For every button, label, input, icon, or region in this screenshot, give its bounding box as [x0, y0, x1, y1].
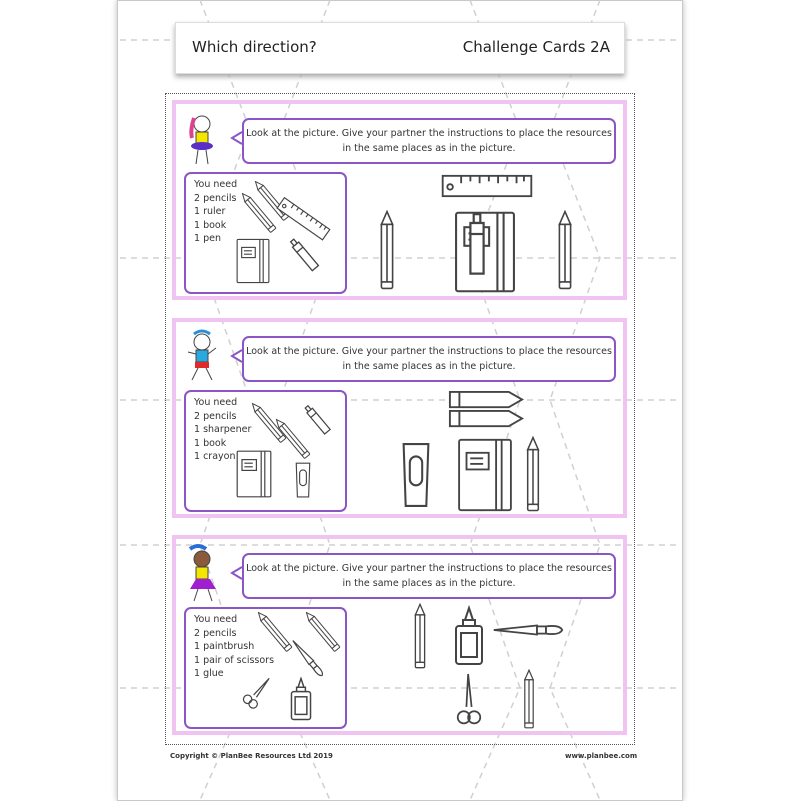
book-icon: [236, 238, 270, 284]
you-need-title: You need: [194, 397, 238, 408]
challenge-card-2: Look at the picture. Give your partner t…: [172, 318, 627, 518]
paintbrush-icon: [289, 637, 326, 679]
website-text: www.planbee.com: [565, 752, 638, 760]
pencil-icon: [255, 609, 293, 653]
instruction-text: Look at the picture. Give your partner t…: [246, 563, 612, 574]
glue-icon: [290, 677, 312, 721]
pencil-icon: [558, 210, 572, 290]
challenge-card-3: Look at the picture. Give your partner t…: [172, 535, 627, 735]
child-character-icon: [187, 329, 217, 381]
book-icon: [458, 438, 512, 512]
scissors-icon: [456, 673, 482, 725]
instruction-text: Look at the picture. Give your partner t…: [246, 346, 612, 357]
child-character-icon: [188, 544, 216, 602]
needed-item: 1 ruler: [194, 206, 226, 217]
needed-item: 2 pencils: [194, 192, 237, 204]
cut-line-border: [165, 93, 635, 745]
instruction-text: Look at the picture. Give your partner t…: [246, 128, 612, 139]
glue-icon: [454, 606, 484, 666]
sharpener-icon: [402, 442, 430, 508]
instruction-text: in the same places as in the picture.: [342, 143, 516, 154]
instruction-speech-bubble: Look at the picture. Give your partner t…: [242, 336, 616, 382]
pencil-icon: [380, 210, 394, 290]
instruction-text: in the same places as in the picture.: [342, 361, 516, 372]
book-icon: [455, 211, 515, 293]
needed-item: 1 book: [194, 437, 227, 449]
child-character-icon: [189, 115, 213, 165]
you-need-title: You need: [194, 614, 238, 625]
needed-item: 2 pencils: [194, 627, 237, 639]
paintbrush-icon: [492, 624, 564, 636]
needed-item: 1 glue: [194, 668, 224, 679]
you-need-title: You need: [194, 179, 238, 190]
needed-item: 1 pen: [194, 233, 221, 244]
pen-icon: [469, 213, 485, 275]
pencil-icon: [523, 669, 535, 729]
instruction-text: in the same places as in the picture.: [342, 578, 516, 589]
sharpener-icon: [295, 462, 311, 498]
needed-item: 2 pencils: [194, 410, 237, 422]
challenge-card-1: Look at the picture. Give your partner t…: [172, 100, 627, 300]
needed-item: 1 paintbrush: [194, 641, 255, 652]
instruction-speech-bubble: Look at the picture. Give your partner t…: [242, 118, 616, 164]
scissors-icon: [241, 672, 277, 711]
pencil-icon: [303, 609, 341, 653]
worksheet-subtitle: Challenge Cards 2A: [462, 38, 610, 56]
needed-item: 1 pair of scissors: [194, 654, 275, 666]
needed-item: 1 book: [194, 219, 227, 231]
book-icon: [236, 450, 272, 498]
needed-item: 1 sharpener: [194, 424, 252, 435]
header-banner: Which direction? Challenge Cards 2A: [175, 22, 625, 74]
copyright-text: Copyright © PlanBee Resources Ltd 2019: [170, 752, 333, 760]
crayon-icon: [303, 403, 331, 435]
instruction-speech-bubble: Look at the picture. Give your partner t…: [242, 553, 616, 599]
pen-icon: [288, 237, 320, 272]
pencil-icon: [526, 436, 540, 512]
pencil-icon: [414, 603, 426, 669]
ruler-icon: [441, 174, 533, 198]
crayon-icon: [448, 390, 524, 428]
worksheet-title: Which direction?: [192, 38, 317, 56]
needed-item: 1 crayon: [194, 451, 236, 462]
